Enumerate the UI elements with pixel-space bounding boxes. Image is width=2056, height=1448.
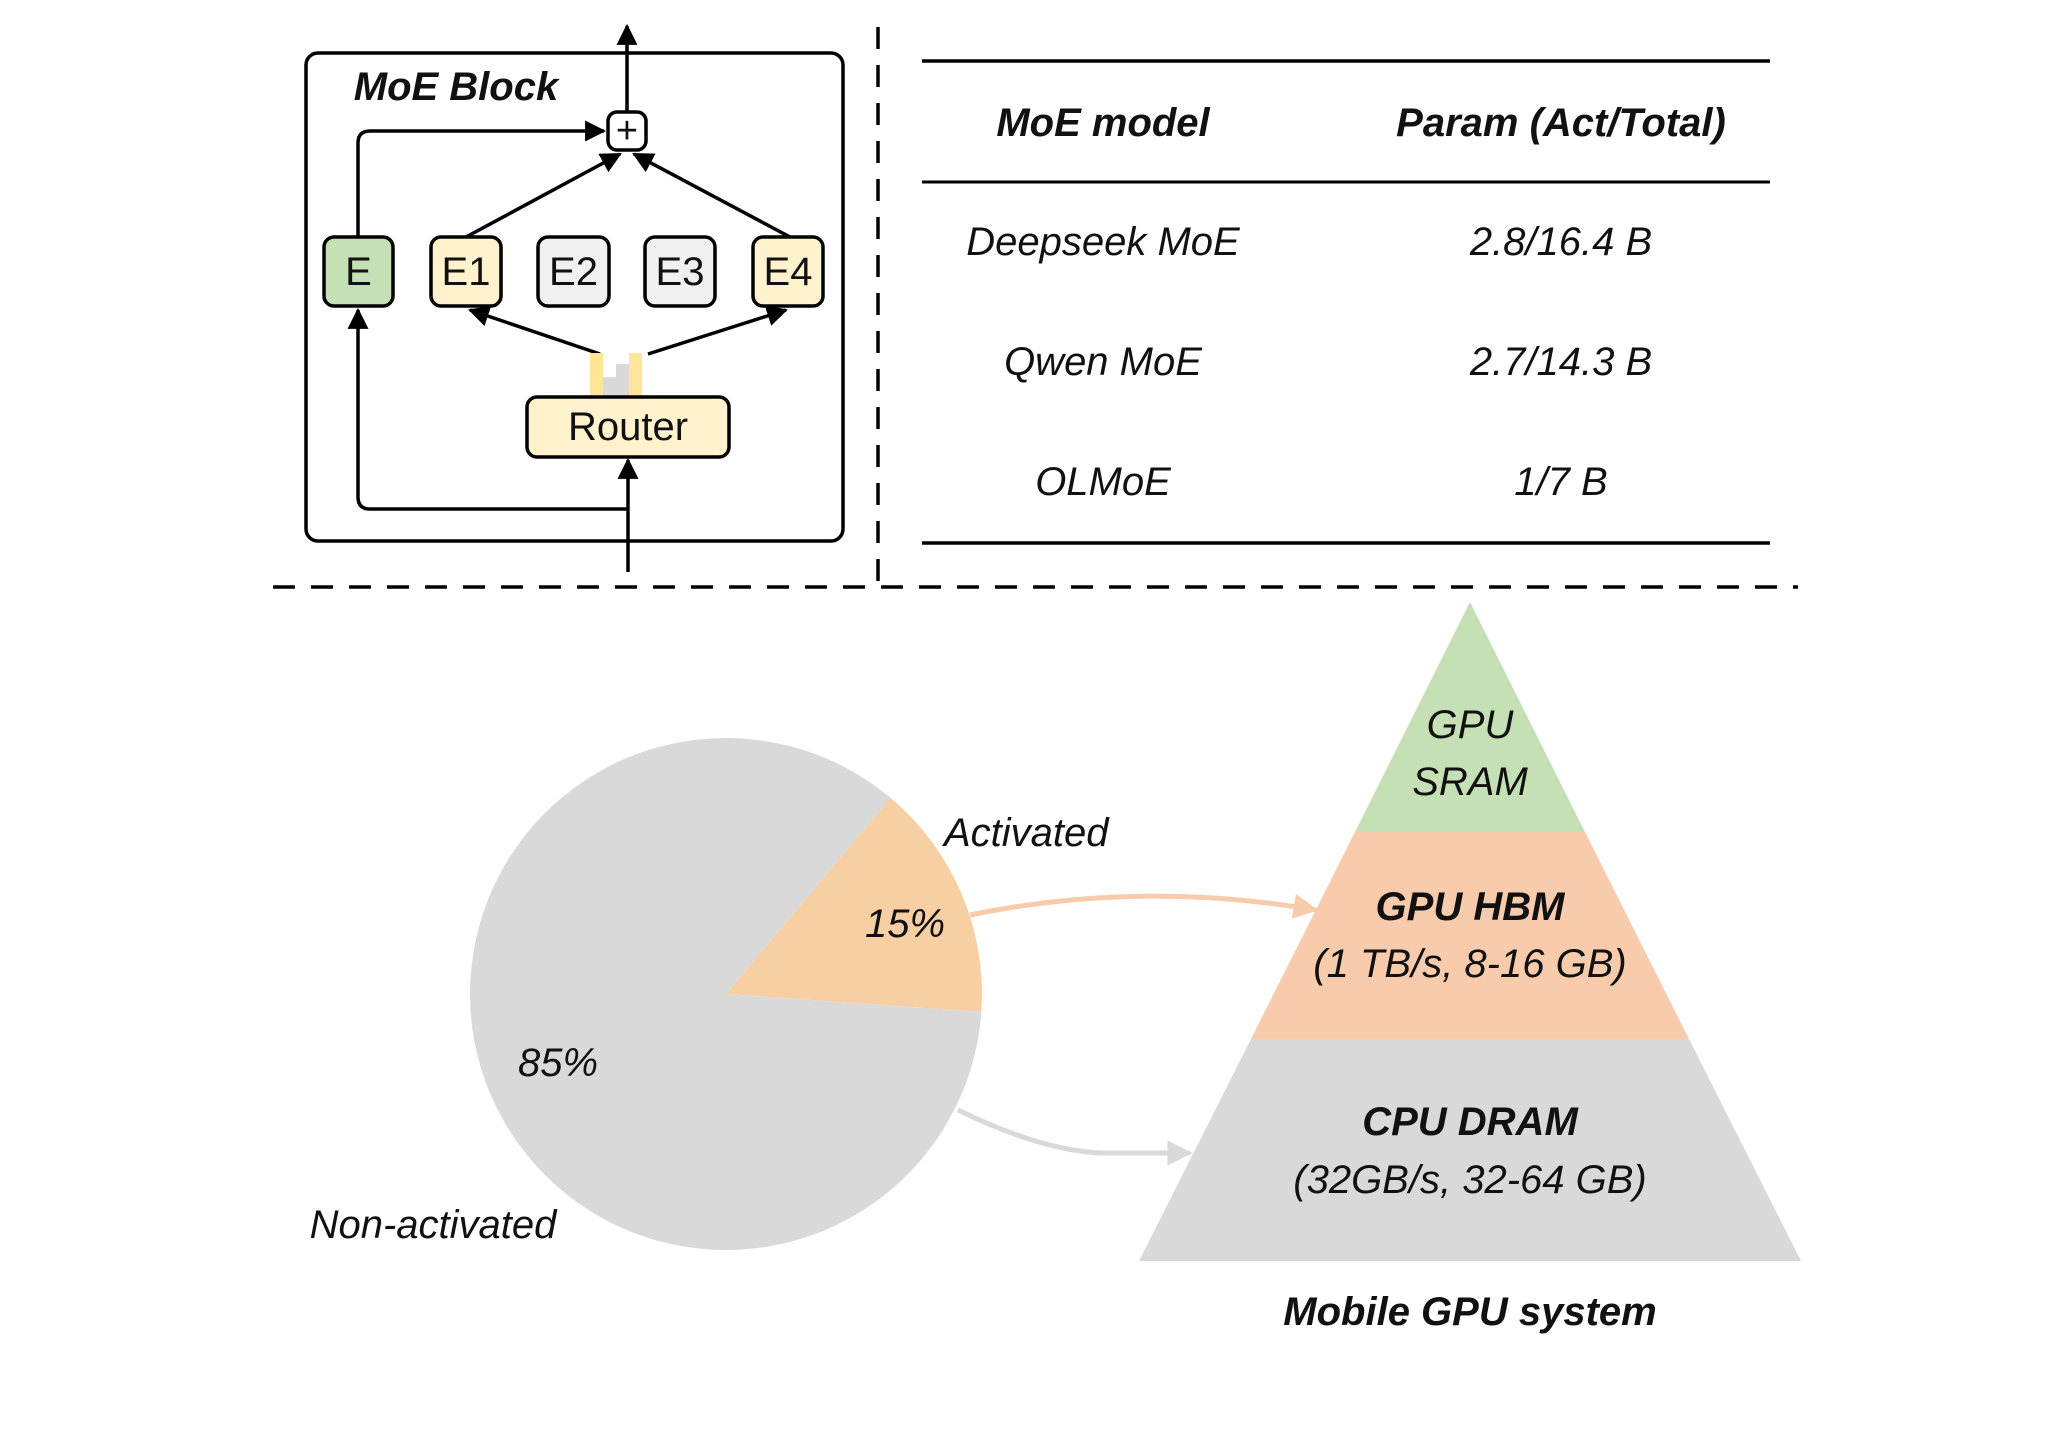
expert-label: E2 [549, 250, 598, 294]
sram-label-line1: GPU [1427, 703, 1515, 747]
plus-icon: + [616, 110, 638, 152]
router-box [525, 395, 731, 459]
pie-slice-non-activated [470, 737, 982, 1250]
table-cell-param: 1/7 B [1514, 460, 1607, 504]
shared-expert-input-path [347, 307, 628, 511]
table-cell-model: Qwen MoE [1004, 340, 1203, 384]
pie-value-non-activated: 85% [518, 1041, 598, 1085]
memory-hierarchy-pyramid: GPU SRAM GPU HBM (1 TB/s, 8-16 GB) CPU D… [1139, 602, 1801, 1334]
expert-e3: E3 [643, 235, 717, 308]
router-to-e1-arrow [468, 306, 601, 356]
pyramid-level-cpu-dram [1139, 1039, 1801, 1261]
router-score-bar-e1 [590, 353, 603, 397]
table-header-model: MoE model [996, 101, 1210, 145]
router-to-e4-arrow [647, 305, 789, 356]
router-score-bars [590, 353, 642, 397]
table-cell-param: 2.7/14.3 B [1469, 340, 1652, 384]
pyramid-caption: Mobile GPU system [1283, 1290, 1656, 1334]
pie-value-activated: 15% [865, 902, 945, 946]
router-score-bar-e3 [616, 364, 629, 397]
router-score-bar-e2 [603, 377, 616, 397]
moe-block-title: MoE Block [354, 65, 560, 109]
pie-label-non-activated: Non-activated [310, 1203, 559, 1247]
expert-box [429, 235, 503, 308]
router-score-bar-e4 [629, 353, 642, 397]
expert-label: E1 [442, 250, 491, 294]
pie-slice-activated [726, 797, 983, 1012]
expert-e2: E2 [536, 235, 611, 308]
activated-to-hbm-arrow [969, 893, 1319, 919]
expert-box [643, 235, 717, 308]
pyramid-level-gpu-sram [1355, 602, 1585, 832]
dram-label: CPU DRAM [1362, 1100, 1579, 1144]
table-row: OLMoE 1/7 B [1035, 460, 1608, 504]
expert-e1: E1 [429, 235, 503, 308]
e4-to-sum-arrow [632, 152, 791, 239]
table-cell-model: OLMoE [1035, 460, 1172, 504]
table-cell-model: Deepseek MoE [966, 220, 1241, 264]
pyramid-level-gpu-hbm [1251, 832, 1689, 1039]
shared-expert: E [322, 235, 395, 308]
dram-detail: (32GB/s, 32-64 GB) [1293, 1158, 1646, 1202]
table-cell-param: 2.8/16.4 B [1469, 220, 1652, 264]
shared-expert-label: E [345, 250, 372, 294]
non-activated-to-dram-arrow [956, 1107, 1193, 1166]
moe-block-diagram: MoE Block + Router E E1 [304, 23, 845, 572]
table-header-param: Param (Act/Total) [1396, 101, 1726, 145]
expert-label: E4 [764, 250, 813, 294]
moe-models-table: MoE model Param (Act/Total) Deepseek MoE… [922, 59, 1770, 545]
pie-label-activated: Activated [942, 811, 1110, 855]
shared-expert-output-path [356, 120, 607, 237]
hbm-detail: (1 TB/s, 8-16 GB) [1313, 942, 1626, 986]
expert-box [751, 235, 825, 308]
activation-pie-chart [470, 737, 983, 1250]
table-row: Qwen MoE 2.7/14.3 B [1004, 340, 1652, 384]
moe-block-frame [304, 51, 845, 543]
e1-to-sum-arrow [465, 152, 622, 239]
expert-e4: E4 [751, 235, 825, 308]
hbm-label: GPU HBM [1376, 885, 1567, 929]
table-row: Deepseek MoE 2.8/16.4 B [966, 220, 1652, 264]
router-label: Router [568, 405, 688, 449]
expert-label: E3 [656, 250, 705, 294]
sum-node [606, 110, 648, 152]
sram-label-line2: SRAM [1412, 760, 1528, 804]
expert-box [536, 235, 611, 308]
shared-expert-box [322, 235, 395, 308]
